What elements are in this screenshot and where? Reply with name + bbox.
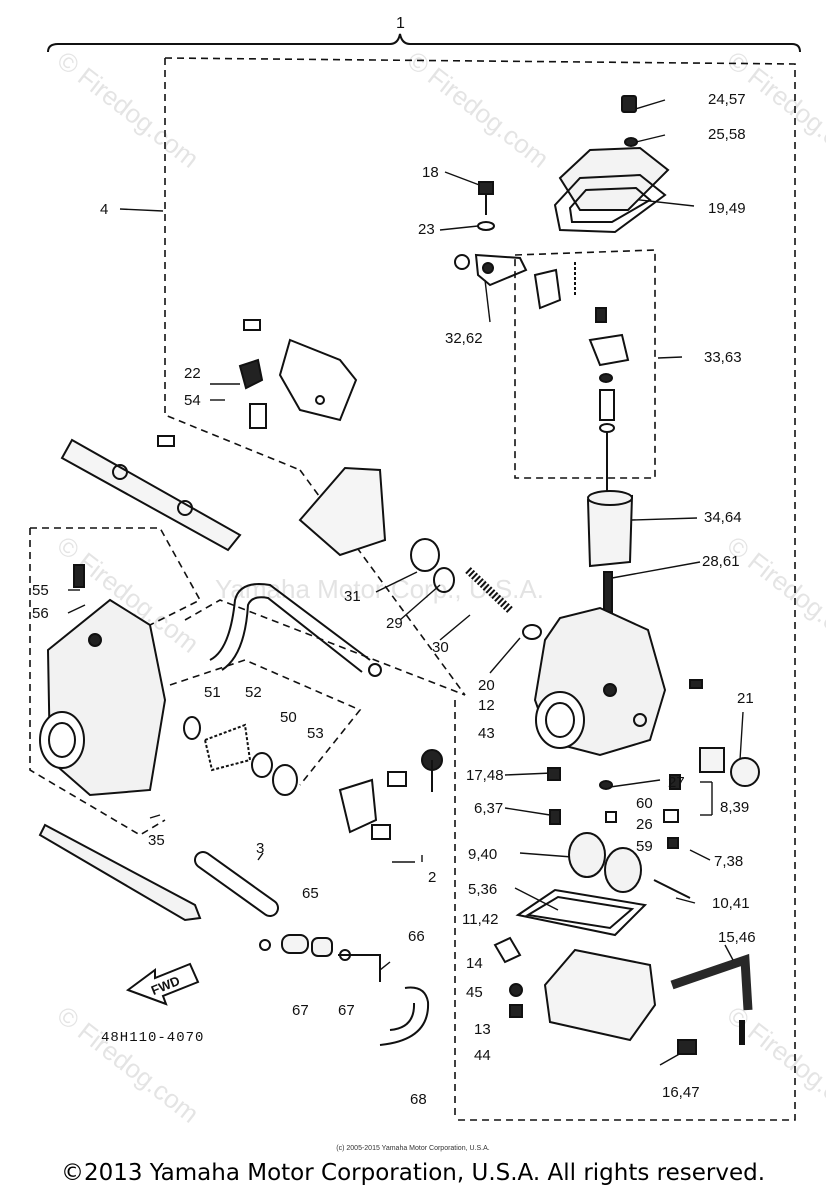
gasket-part xyxy=(515,888,648,937)
choke-lever-part xyxy=(238,319,358,429)
callout-67: 67 xyxy=(292,1002,309,1019)
accelerator-pump-part xyxy=(298,466,542,640)
callout-12: 12 xyxy=(478,697,495,714)
callout-32-62: 32,62 xyxy=(445,330,483,347)
callout-5-36: 5,36 xyxy=(468,881,497,898)
callout-22: 22 xyxy=(184,365,201,382)
callout-51: 51 xyxy=(204,684,221,701)
callout-54: 54 xyxy=(184,392,201,409)
callout-50: 50 xyxy=(280,709,297,726)
callout-44: 44 xyxy=(474,1047,491,1064)
plunger-set-part xyxy=(533,262,630,495)
callout-55: 55 xyxy=(32,582,49,599)
callout-13: 13 xyxy=(474,1021,491,1038)
callout-52: 52 xyxy=(245,684,262,701)
callout-11-42: 11,42 xyxy=(462,911,498,928)
callout-66: 66 xyxy=(408,928,425,945)
callout-17-48: 17,48 xyxy=(466,767,504,784)
bracket-strip-part xyxy=(38,823,202,922)
callout-18: 18 xyxy=(422,164,439,181)
callout-25-58: 25,58 xyxy=(708,126,746,143)
callout-21: 21 xyxy=(737,690,754,707)
float-bowl-part xyxy=(543,948,697,1055)
callout-3: 3 xyxy=(256,840,264,857)
callout-60: 60 xyxy=(636,795,653,812)
callout-7-38: 7,38 xyxy=(714,853,743,870)
jets-part xyxy=(547,767,681,849)
callout-24-57: 24,57 xyxy=(708,91,746,108)
callout-23: 23 xyxy=(418,221,435,238)
left-carburetor-part xyxy=(39,564,167,797)
diagram-code: 48H110-4070 xyxy=(101,1030,205,1046)
callout-31: 31 xyxy=(344,588,361,605)
callout-30: 30 xyxy=(432,639,449,656)
starter-part xyxy=(338,749,443,840)
dashed-boundaries xyxy=(29,57,796,1121)
callout-65: 65 xyxy=(302,885,319,902)
callout-16-47: 16,47 xyxy=(662,1084,700,1101)
callout-33-63: 33,63 xyxy=(704,349,742,366)
throttle-valve-part xyxy=(586,490,634,568)
callout-15-46: 15,46 xyxy=(718,929,756,946)
bolt-18-part xyxy=(477,181,495,231)
throttle-stop-part xyxy=(699,747,760,787)
callout-56: 56 xyxy=(32,605,49,622)
callout-28-61: 28,61 xyxy=(702,553,740,570)
callout-6-37: 6,37 xyxy=(474,800,503,817)
small-credit: (c) 2005-2015 Yamaha Motor Corporation, … xyxy=(336,1145,490,1152)
drain-hose-part xyxy=(670,953,753,1045)
callout-53: 53 xyxy=(307,725,324,742)
callout-19-49: 19,49 xyxy=(708,200,746,217)
callout-2: 2 xyxy=(428,869,436,886)
callout-26: 26 xyxy=(636,816,653,833)
callout-29: 29 xyxy=(386,615,403,632)
fuel-hose-part xyxy=(194,851,430,1046)
throttle-bracket-part xyxy=(454,253,528,287)
copyright-notice: ©2013 Yamaha Motor Corporation, U.S.A. A… xyxy=(60,1160,766,1186)
right-carburetor-part xyxy=(533,606,703,757)
leader-lines xyxy=(67,99,744,1066)
callout-9-40: 9,40 xyxy=(468,846,497,863)
boot-part xyxy=(183,716,298,796)
top-cover-part xyxy=(553,95,670,234)
callout-4: 4 xyxy=(100,201,108,218)
callout-27: 27 xyxy=(668,774,685,791)
float-part xyxy=(568,832,691,899)
callout-35: 35 xyxy=(148,832,165,849)
small-fittings-part xyxy=(493,936,523,1018)
vent-hose-part xyxy=(209,583,382,677)
needle-jet-part xyxy=(603,571,613,613)
callout-34-64: 34,64 xyxy=(704,509,742,526)
callout-labels: 4 24,57 25,58 18 19,49 23 32,62 33,63 22… xyxy=(32,91,756,1108)
callout-45: 45 xyxy=(466,984,483,1001)
callout-68: 68 xyxy=(410,1091,427,1108)
callout-10-41: 10,41 xyxy=(712,895,750,912)
fwd-arrow-icon xyxy=(125,962,200,1006)
callout-8-39: 8,39 xyxy=(720,799,749,816)
callout-1: 1 xyxy=(396,15,405,32)
link-bar-part xyxy=(60,435,242,552)
assembly-bracket xyxy=(47,33,801,53)
callout-59: 59 xyxy=(636,838,653,855)
callout-20: 20 xyxy=(478,677,495,694)
callout-67: 67 xyxy=(338,1002,355,1019)
callout-14: 14 xyxy=(466,955,483,972)
callout-43: 43 xyxy=(478,725,495,742)
